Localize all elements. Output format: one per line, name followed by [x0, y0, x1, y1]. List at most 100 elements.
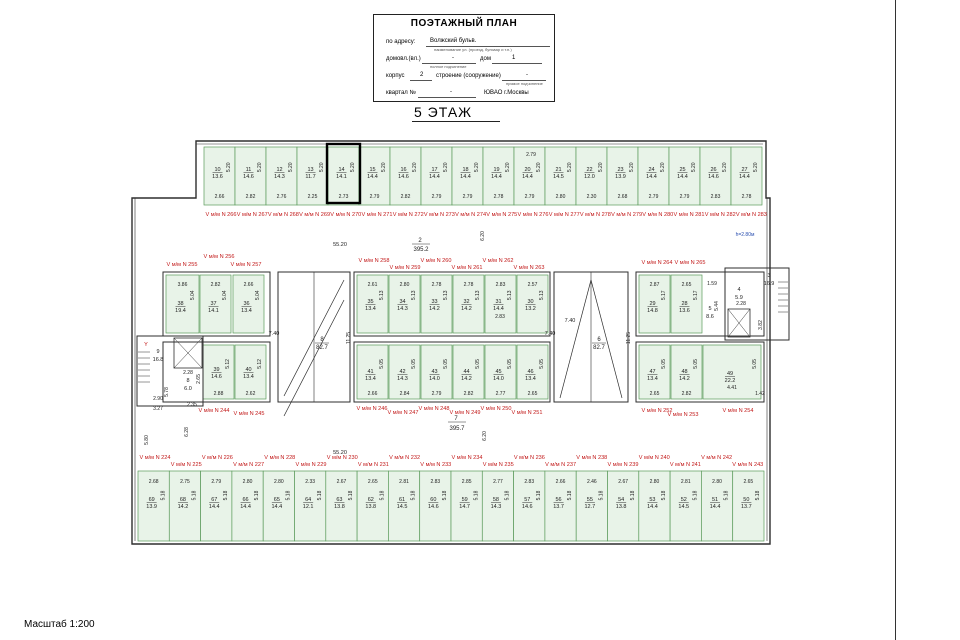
- room-number: 50: [743, 497, 749, 503]
- room-16: [389, 146, 422, 206]
- room-area: 14.4: [522, 174, 533, 180]
- room-area: 13.2: [525, 306, 536, 312]
- parking-space-label: V м/м N 279: [611, 212, 642, 218]
- house-underline: [422, 63, 476, 64]
- room-number: 19: [493, 167, 499, 173]
- parking-space-label: V м/м N 262: [482, 258, 513, 264]
- room-area: 14.7: [459, 504, 470, 510]
- room-number: 46: [527, 369, 533, 375]
- room-17: [420, 146, 453, 206]
- block-center-lower: [353, 341, 551, 403]
- corridor-area: 395.2: [413, 247, 429, 253]
- parking-space-label: V м/м N 271: [361, 212, 392, 218]
- room-number: 33: [431, 299, 437, 305]
- house-value: -: [452, 55, 454, 61]
- room-number: 43: [431, 369, 437, 375]
- room-67: [200, 470, 233, 542]
- room-area: 14.0: [493, 376, 504, 382]
- parking-space-label: V м/м N 239: [607, 462, 638, 468]
- parking-space-label: V м/м N 244: [198, 408, 229, 414]
- room-54: [607, 470, 640, 542]
- room-width: 2.80: [400, 282, 410, 288]
- address-underline: [426, 46, 550, 47]
- room-depth: 5.13: [379, 290, 385, 300]
- dim-label: 2.35: [187, 402, 197, 408]
- room-depth: 5.20: [350, 162, 356, 172]
- parking-space-label: V м/м N 260: [420, 258, 451, 264]
- room-width: 2.65: [650, 391, 660, 397]
- room-area: 14.4: [739, 174, 750, 180]
- parking-space-label: V м/м N 241: [670, 462, 701, 468]
- room-depth: 5.18: [505, 490, 511, 500]
- room-area: 14.1: [336, 174, 347, 180]
- room-32: [452, 274, 485, 334]
- stair-right-shaft: [727, 308, 751, 338]
- stair-left-cross: [173, 337, 203, 369]
- room-49: [702, 344, 762, 400]
- room-area: 14.4: [460, 174, 471, 180]
- ramp-left-arrow: [283, 279, 345, 397]
- room-area: 14.6: [211, 374, 222, 380]
- dim-label: 7.40: [545, 331, 556, 337]
- stair-area: 16.8: [153, 357, 164, 363]
- room-width: 2.82: [682, 391, 692, 397]
- room-area: 19.4: [175, 308, 186, 314]
- room-area: 14.4: [710, 504, 721, 510]
- room-11: [234, 146, 267, 206]
- room-61: [388, 470, 421, 542]
- parking-space-label: V м/м N 270: [330, 212, 361, 218]
- room-28: [670, 274, 703, 334]
- room-48: [670, 344, 703, 400]
- room-18: [451, 146, 484, 206]
- room-area: 14.3: [397, 306, 408, 312]
- room-41: [356, 344, 389, 400]
- room-depth: 5.18: [411, 490, 417, 500]
- dom-underline: [492, 63, 542, 64]
- room-depth: 5.18: [442, 490, 448, 500]
- ramp-right-arrow: [559, 279, 592, 399]
- room-42: [388, 344, 421, 400]
- parking-space-label: V м/м N 247: [387, 410, 418, 416]
- parking-space-label: V м/м N 275: [486, 212, 517, 218]
- room-area: 13.7: [553, 504, 564, 510]
- room-25: [668, 146, 701, 206]
- room-66: [231, 470, 264, 542]
- room-number: 64: [305, 497, 311, 503]
- room-area: 14.4: [646, 174, 657, 180]
- room-depth: 5.04: [190, 290, 196, 300]
- address-note: наименование ул. (проезд, бульвар и т.п.…: [434, 47, 512, 52]
- parking-space-label: V м/м N 274: [455, 212, 486, 218]
- room-depth: 5.18: [348, 490, 354, 500]
- room-depth: 5.13: [443, 290, 449, 300]
- title-block: ПОЭТАЖНЫЙ ПЛАН по адресу: Волжский бульв…: [373, 14, 555, 102]
- parking-space-label: V м/м N 253: [667, 412, 698, 418]
- parking-space-label: V м/м N 267: [237, 212, 268, 218]
- room-width: 2.83: [711, 194, 721, 200]
- room-width: 2.79: [649, 194, 659, 200]
- room-number: 48: [681, 369, 687, 375]
- room-34: [388, 274, 421, 334]
- stroenie-note: прямое подчинение: [506, 81, 543, 86]
- room-area: 14.4: [367, 174, 378, 180]
- room-number: 60: [430, 497, 436, 503]
- dim-label: 1.59: [707, 281, 717, 287]
- room-area: 14.2: [429, 306, 440, 312]
- parking-space-label: V м/м N 276: [517, 212, 548, 218]
- room-38: [165, 274, 200, 334]
- dim-label: 55.20: [333, 450, 347, 456]
- dim-label: 2.79: [526, 152, 536, 158]
- room-area: 6.0: [184, 386, 192, 392]
- room-area: 12.0: [584, 174, 595, 180]
- block-center-upper: [353, 271, 551, 337]
- block-left-lower: [162, 341, 271, 403]
- room-area: 14.1: [208, 308, 219, 314]
- room-width: 2.76: [277, 194, 287, 200]
- dim-label: 7.40: [269, 331, 280, 337]
- room-width: 2.66: [215, 194, 225, 200]
- room-43: [420, 344, 453, 400]
- room-area: 12.1: [303, 504, 314, 510]
- room-area: 14.6: [398, 174, 409, 180]
- parking-space-label: V м/м N 256: [203, 254, 234, 260]
- stroenie-label: строение (сооружение): [436, 73, 501, 79]
- room-number: 30: [527, 299, 533, 305]
